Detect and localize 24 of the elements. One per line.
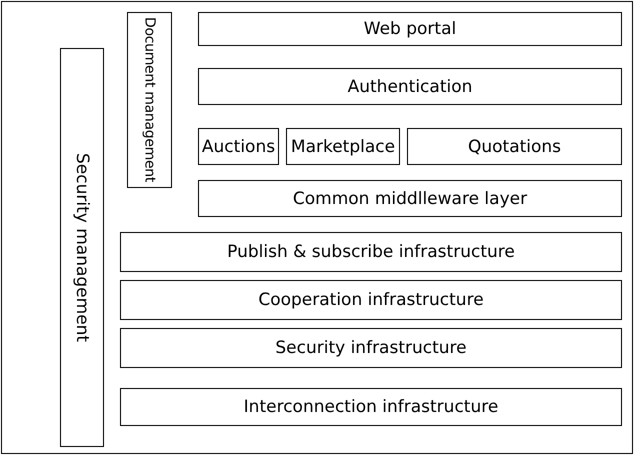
layer-box <box>198 68 622 105</box>
layer-label: Document management <box>142 17 158 183</box>
layer-label: Cooperation infrastructure <box>258 290 484 310</box>
vertical-layer-box <box>60 48 104 447</box>
layer-label: Quotations <box>468 136 562 156</box>
layer-box <box>198 180 622 217</box>
layer-label: Authentication <box>348 76 472 96</box>
layer-label: Auctions <box>202 136 276 156</box>
vertical-layer-box <box>127 12 172 188</box>
layer-box <box>120 328 622 368</box>
layer-box <box>198 12 622 46</box>
module-box <box>286 128 400 165</box>
layer-label: Security management <box>72 152 92 342</box>
module-box <box>407 128 622 165</box>
layer-label: Interconnection infrastructure <box>244 397 498 417</box>
layer-box <box>120 280 622 320</box>
layer-box <box>120 232 622 272</box>
layer-label: Marketplace <box>290 136 396 156</box>
layer-label: Publish & subscribe infrastructure <box>227 242 515 262</box>
layer-label: Security infrastructure <box>275 338 467 358</box>
layer-label: Web portal <box>364 19 456 39</box>
layer-label: Common middlleware layer <box>292 188 528 208</box>
layer-box <box>120 388 622 426</box>
module-box <box>198 128 279 165</box>
